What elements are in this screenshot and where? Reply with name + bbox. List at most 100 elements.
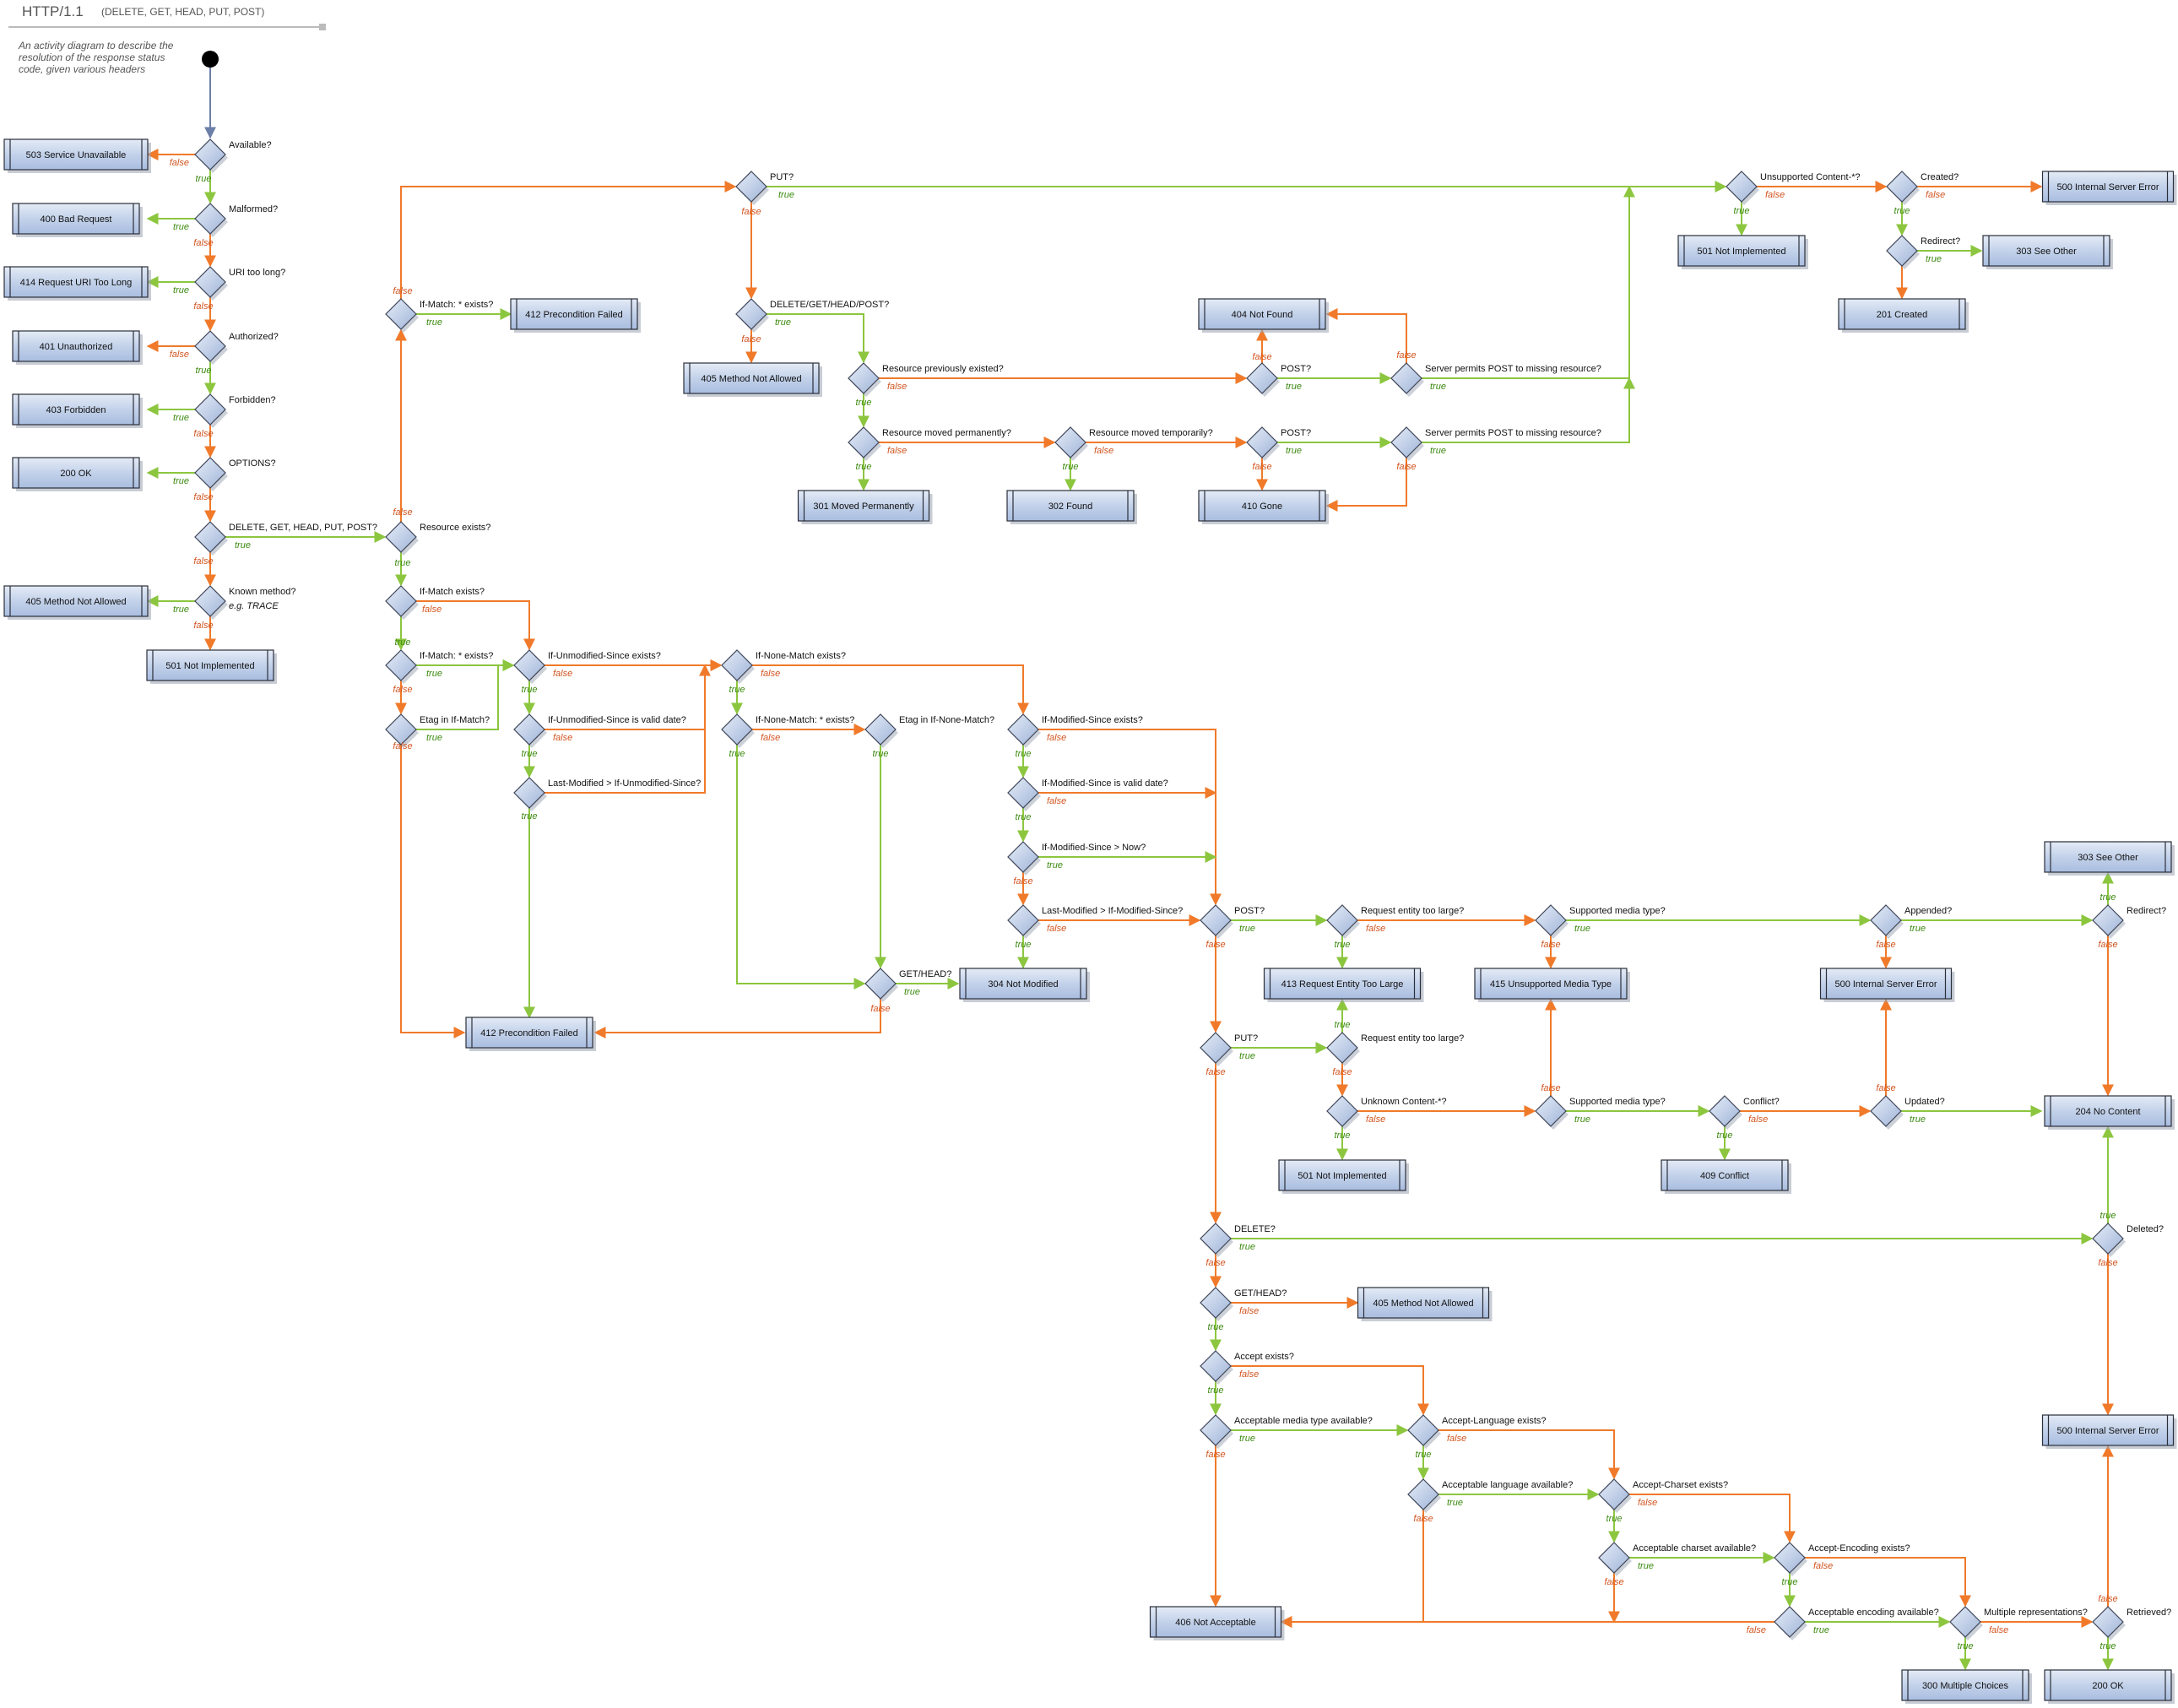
decision-label: Acceptable charset available? [1633,1543,1756,1553]
decision-diamond [848,362,880,394]
state-box [12,330,140,362]
decision-u3: Redirect? [1886,235,1960,269]
state-s303a: 303 See Other [1982,235,2113,269]
state-box [146,649,274,681]
state-s401: 401 Unauthorized [12,330,143,365]
edge-label-false: false [1252,352,1271,362]
decision-label: If-Modified-Since > Now? [1042,843,1146,853]
edge-false-62 [1325,308,1407,363]
edge-label-false: false [193,301,213,312]
state-s303b: 303 See Other [2044,841,2175,876]
state-box [465,1017,593,1049]
edge-label-true: true [173,222,189,232]
edge-label-false: false [193,621,213,631]
state-s304: 304 Not Modified [959,968,1090,1002]
edge-false-108 [1629,1494,1796,1543]
edge-label-true: true [775,317,791,328]
decision-diamond [194,521,226,553]
decision-diamond [1390,362,1422,394]
state-s414: 414 Request URI Too Long [3,266,151,301]
state-label: 410 Gone [1242,502,1282,512]
decision-label: If-Match: * exists? [420,300,493,310]
decision-diamond [1007,904,1039,936]
edge-label-false: false [1813,1561,1833,1571]
decision-e1: Resource exists? [385,521,490,556]
edge-label-false: false [1047,924,1066,934]
state-box [1263,968,1422,1000]
decision-diamond [1246,362,1278,394]
edge-true-25 [416,659,515,730]
decision-label: GET/HEAD? [899,969,951,979]
decision-label: If-Match: * exists? [420,651,493,661]
edge-label-false: false [393,741,412,751]
state-label: 401 Unauthorized [40,342,113,352]
decision-label: DELETE, GET, HEAD, PUT, POST? [229,523,377,533]
decision-a2: Acceptable media type available? [1200,1414,1373,1449]
edge-label-false: false [1205,1067,1225,1077]
decision-g4: GET/HEAD? [864,968,951,1002]
edge-label-false: false [1638,1498,1657,1508]
decision-label: Last-Modified > If-Modified-Since? [1042,906,1183,916]
edge-label-false: false [1205,1258,1225,1268]
decision-label: POST? [1281,428,1311,438]
decision-n2: Deleted? [2092,1223,2164,1257]
decision-diamond [194,585,226,617]
state-s400: 400 Bad Request [12,203,143,237]
edge-label-false: false [1541,1083,1560,1093]
edge-label-false: false [741,334,761,344]
state-label: 501 Not Implemented [1298,1171,1386,1181]
state-s405b: 405 Method Not Allowed [683,362,822,397]
edge-label-true: true [1208,1385,1224,1396]
state-s301: 301 Moved Permanently [797,490,933,524]
decision-a6: Acceptable charset available? [1598,1542,1756,1576]
decision-diamond [194,138,226,171]
edge-label-false: false [761,733,780,743]
state-s204: 204 No Content [2044,1095,2175,1130]
edge-label-true: true [196,174,212,184]
decision-u2: Created? [1886,171,1959,205]
decision-label: Multiple representations? [1984,1608,2088,1618]
edge-label-false: false [1366,1114,1385,1125]
state-box [1901,1669,2029,1701]
state-box [2041,1414,2175,1446]
decision-m5: Conflict? [1709,1095,1780,1130]
edge-label-false: false [1447,1434,1466,1444]
decision-f2: If-Unmodified-Since is valid date? [513,713,686,748]
decision-label: DELETE/GET/HEAD/POST? [770,300,889,310]
state-label: 413 Request Entity Too Large [1281,979,1404,990]
edge-label-true: true [426,733,442,743]
decision-e2: If-Match: * exists? [385,298,493,333]
decision-diamond [721,649,753,681]
edge-label-true: true [522,811,538,821]
state-label: 409 Conflict [1700,1171,1749,1181]
decision-label: Acceptable media type available? [1234,1416,1373,1426]
decision-label: Unsupported Content-*? [1760,172,1861,182]
decision-k5: Redirect? [2092,904,2166,939]
edge-label-true: true [856,462,872,472]
caption-line-2: resolution of the response status [19,52,165,63]
state-box [1198,298,1326,330]
edge-label-true: true [1239,1051,1255,1061]
state-label: 200 OK [2092,1681,2124,1691]
decision-label: Accept-Charset exists? [1633,1480,1728,1490]
decision-m2: Request entity too large? [1326,1032,1464,1066]
state-label: 403 Forbidden [46,405,106,415]
state-s412a: 412 Precondition Failed [510,298,641,333]
decision-label: Etag in If-None-Match? [899,715,994,725]
edge-label-false: false [1205,1450,1225,1460]
decision-label: Available? [229,140,272,150]
state-box [1357,1287,1490,1319]
state-box [1006,490,1135,522]
caption-line-3: code, given various headers [19,63,145,75]
decision-diamond [735,171,767,203]
edge-label-false: false [2098,940,2117,950]
state-label: 404 Not Found [1232,310,1293,320]
decision-diamond [513,649,545,681]
edge-label-true: true [1782,1577,1798,1587]
decision-diamond [1949,1606,1981,1638]
edge-label-false: false [193,429,213,439]
decision-g3: Etag in If-None-Match? [864,713,994,748]
decision-a5: Accept-Charset exists? [1598,1478,1728,1513]
edge-label-true: true [2100,892,2116,903]
